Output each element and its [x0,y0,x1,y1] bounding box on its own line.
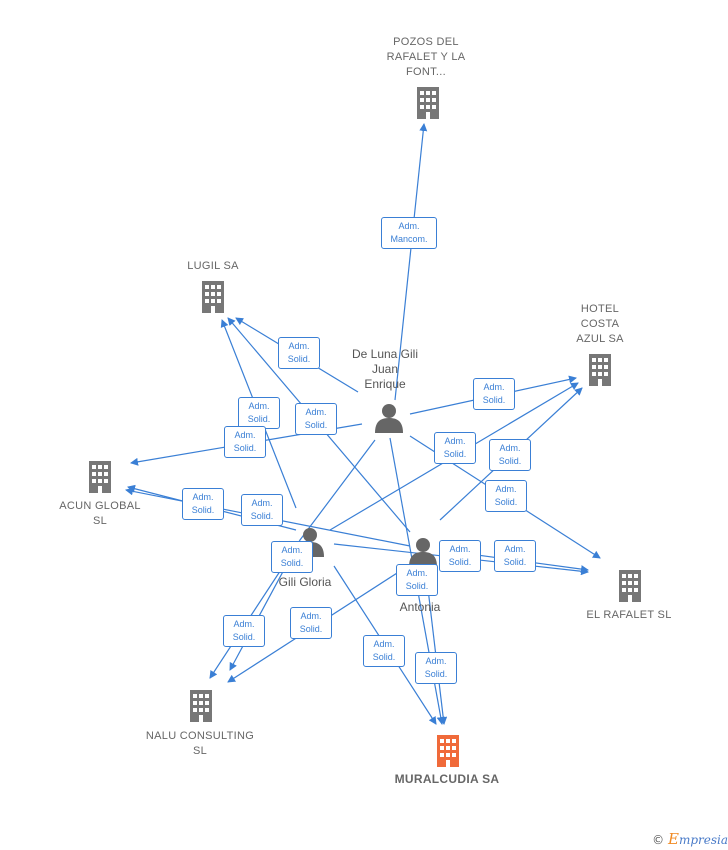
hotel-label[interactable]: HOTEL COSTA AZUL SA [576,303,624,345]
juan-label[interactable]: De Luna Gili Juan Enrique [351,347,419,391]
brand-initial: E [667,830,679,848]
muralcudia-building-icon[interactable] [437,735,459,767]
edge-label-juan-lugil: Adm. Solid. [278,337,320,369]
lugil-building-icon[interactable] [202,281,224,313]
brand-name: mpresia [678,833,728,847]
edge-label-juan-rafalet: Adm. Solid. [485,480,527,512]
empresia-copyright[interactable]: © Empresia [652,830,728,848]
edge-label-gloria-rafalet: Adm. Solid. [439,540,481,572]
acun-building-icon[interactable] [89,461,111,493]
edge-label-antonia-acun: Adm. Solid. [241,494,283,526]
edge-label-gloria-hotel: Adm. Solid. [434,432,476,464]
edge-label-antonia-nalu: Adm. Solid. [290,607,332,639]
antonia-label[interactable]: Antonia [399,600,441,614]
edge-label-juan-hotel: Adm. Solid. [473,378,515,410]
edge-label-antonia-lugil: Adm. Solid. [295,403,337,435]
edge-label-antonia-muralcudia: Adm. Solid. [415,652,457,684]
acun-label[interactable]: ACUN GLOBAL SL [59,500,141,527]
pozos-label[interactable]: POZOS DEL RAFALET Y LA FONT... [386,36,466,78]
pozos-building-icon[interactable] [417,87,439,119]
copyright-symbol: © [652,833,665,847]
edge-label-juan-muralcudia: Adm. Solid. [396,564,438,596]
edge-label-juan-nalu: Adm. Solid. [271,541,313,573]
edge-label-juan-acun: Adm. Solid. [224,426,266,458]
hotel-building-icon[interactable] [589,354,611,386]
edge-juan-pozos [394,123,428,401]
edge-antonia-muralcudia [425,571,448,725]
muralcudia-label[interactable]: MURALCUDIA SA [394,772,500,786]
juan-person-icon[interactable] [375,404,403,433]
nalu-label[interactable]: NALU CONSULTING SL [145,730,255,757]
rafalet-label[interactable]: EL RAFALET SL [586,609,672,621]
edge-label-antonia-hotel: Adm. Solid. [489,439,531,471]
nalu-building-icon[interactable] [190,690,212,722]
edge-label-gloria-acun: Adm. Solid. [182,488,224,520]
rafalet-building-icon[interactable] [619,570,641,602]
edge-label-gloria-muralcudia: Adm. Solid. [363,635,405,667]
lugil-label[interactable]: LUGIL SA [187,260,239,272]
gloria-label[interactable]: Gili Gloria [278,575,332,589]
edge-label-antonia-rafalet: Adm. Solid. [494,540,536,572]
edge-label-juan-pozos: Adm. Mancom. [381,217,437,249]
edge-label-gloria-nalu: Adm. Solid. [223,615,265,647]
edge-label-gloria-lugil: Adm. Solid. [238,397,280,429]
